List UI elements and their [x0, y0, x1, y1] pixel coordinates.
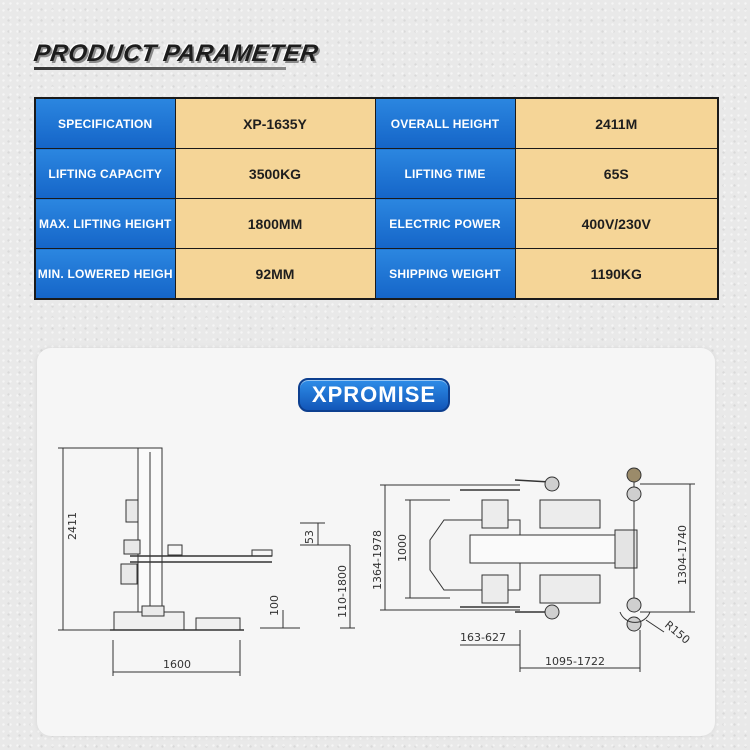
param-label: ELECTRIC POWER — [374, 198, 516, 249]
brand-logo: XPROMISE — [298, 378, 450, 412]
dim-inner-width: 1000 — [396, 534, 409, 562]
side-view — [58, 447, 355, 676]
param-label: OVERALL HEIGHT — [374, 97, 516, 149]
param-label: SHIPPING WEIGHT — [374, 248, 516, 300]
table-row: SPECIFICATION XP-1635Y OVERALL HEIGHT 24… — [34, 97, 719, 149]
dim-lift-range: 110-1800 — [336, 565, 349, 618]
top-view — [380, 467, 695, 672]
param-label: LIFTING TIME — [374, 148, 516, 199]
param-label: MIN. LOWERED HEIGH — [34, 248, 176, 300]
title-underline — [34, 67, 286, 70]
dim-height: 2411 — [66, 512, 79, 540]
table-row: MAX. LIFTING HEIGHT 1800MM ELECTRIC POWE… — [34, 198, 719, 249]
param-value: 92MM — [174, 248, 376, 300]
param-value: 65S — [514, 148, 719, 199]
table-row: LIFTING CAPACITY 3500KG LIFTING TIME 65S — [34, 148, 719, 199]
param-value: XP-1635Y — [174, 97, 376, 149]
dim-arm-offset: 53 — [303, 530, 316, 544]
param-value: 400V/230V — [514, 198, 719, 249]
param-value: 1800MM — [174, 198, 376, 249]
dim-right-range: 1304-1740 — [676, 525, 689, 585]
dim-min-height: 100 — [268, 595, 281, 616]
dim-radius: R150 — [662, 618, 692, 646]
dim-width-range: 1364-1978 — [371, 530, 384, 590]
table-row: MIN. LOWERED HEIGH 92MM SHIPPING WEIGHT … — [34, 248, 719, 300]
param-value: 1190KG — [514, 248, 719, 300]
dim-arm-reach: 163-627 — [460, 631, 506, 644]
dim-base-length: 1600 — [163, 658, 191, 671]
param-label: MAX. LIFTING HEIGHT — [34, 198, 176, 249]
dim-arm-length: 1095-1722 — [545, 655, 605, 668]
parameter-table: SPECIFICATION XP-1635Y OVERALL HEIGHT 24… — [34, 97, 719, 300]
param-label: LIFTING CAPACITY — [34, 148, 176, 199]
param-value: 2411M — [514, 97, 719, 149]
